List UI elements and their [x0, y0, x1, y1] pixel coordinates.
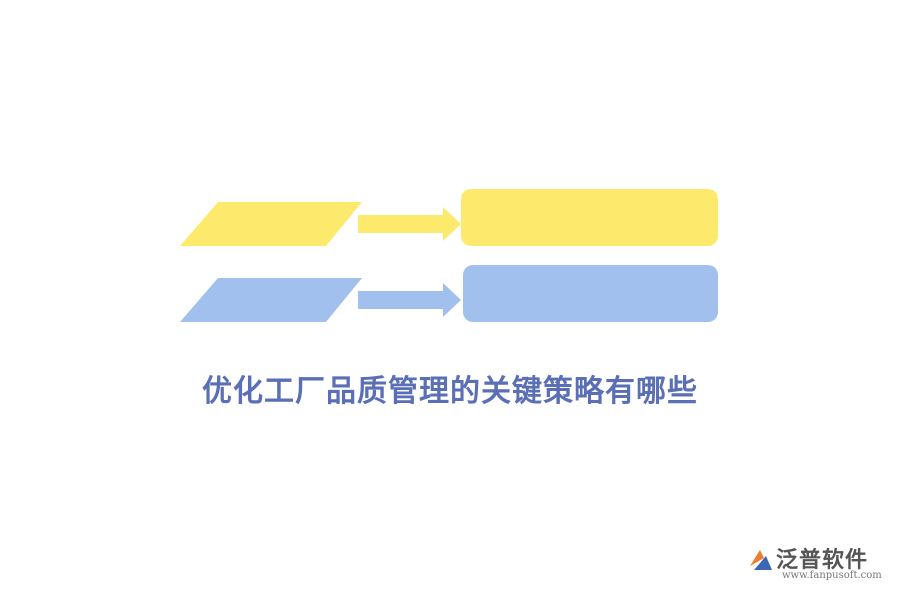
logo-name: 泛普软件 — [776, 548, 869, 573]
blue-parallelogram — [180, 278, 362, 322]
logo-mark-icon — [750, 550, 772, 570]
page-title: 优化工厂品质管理的关键策略有哪些 — [202, 374, 698, 409]
fanpusoft-logo: 泛普软件 www.fanpusoft.com — [746, 540, 886, 586]
logo-url: www.fanpusoft.com — [782, 570, 882, 581]
yellow-arrow — [358, 207, 461, 241]
blue-arrow — [358, 283, 461, 317]
yellow-parallelogram — [180, 202, 362, 246]
yellow-box — [461, 189, 718, 246]
blue-box — [463, 265, 718, 322]
